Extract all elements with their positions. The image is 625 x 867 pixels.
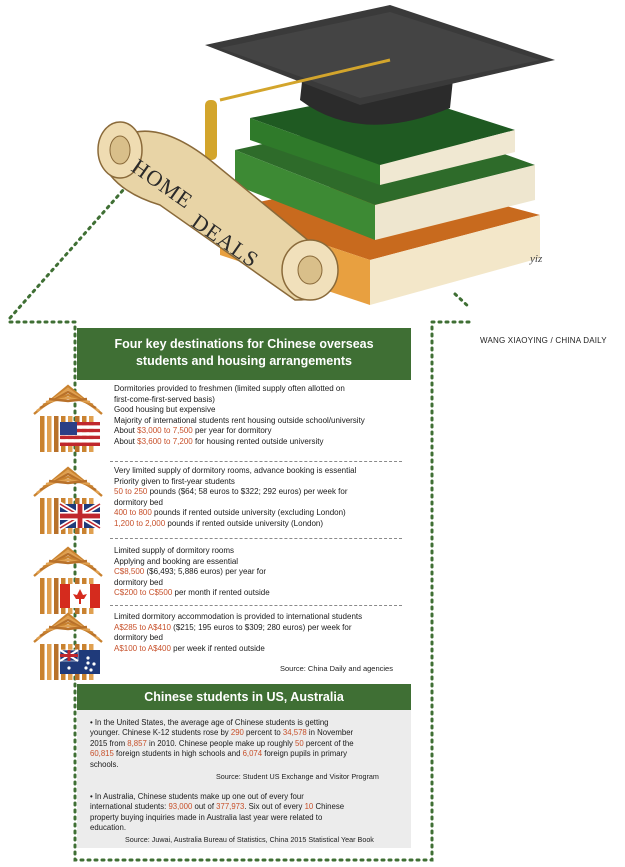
australia-paragraph: • In Australia, Chinese students make up…	[90, 792, 400, 834]
section-2-header: Chinese students in US, Australia	[77, 684, 411, 710]
country-text: Limited dormitory accommodation is provi…	[114, 612, 424, 654]
us-flag-icon	[60, 422, 100, 446]
text-line: Good housing but expensive	[114, 405, 216, 415]
country-text: Very limited supply of dormitory rooms, …	[114, 466, 424, 530]
artist-signature: yiz	[529, 253, 543, 265]
text-line: dormitory bed	[114, 497, 163, 507]
text-line: dormitory bed	[114, 577, 163, 587]
text-line: property buying inquiries made in Austra…	[90, 812, 323, 822]
text-line: schools.	[90, 759, 119, 769]
house-with-australia-flag-icon	[33, 612, 103, 680]
canada-flag-icon	[60, 584, 100, 608]
australia-source: Source: Juwai, Australia Bureau of Stati…	[125, 835, 374, 844]
uk-flag-icon	[58, 501, 102, 531]
text-line: Limited supply of dormitory rooms	[114, 546, 235, 555]
text-line: Limited dormitory accommodation is provi…	[114, 612, 363, 621]
home-deals-scroll-icon: HOME DEALS	[97, 121, 339, 301]
text-line: 60,815 foreign students in high schools …	[90, 749, 348, 759]
section-header: Four key destinations for Chinese overse…	[77, 328, 411, 380]
header-line-1: Four key destinations for Chinese overse…	[114, 337, 374, 351]
text-line: About $3,000 to 7,500 per year for dormi…	[114, 426, 272, 436]
graduation-illustration: HOME DEALS yiz	[97, 5, 555, 305]
text-line: dormitory bed	[114, 633, 163, 643]
row-divider	[110, 461, 402, 462]
text-line: 1,200 to 2,000 pounds if rented outside …	[114, 518, 324, 528]
text-line: A$285 to A$410 ($215; 195 euros to $309;…	[114, 622, 352, 632]
text-line: 400 to 800 pounds if rented outside univ…	[114, 508, 346, 518]
text-line: Majority of international students rent …	[114, 415, 365, 425]
text-line: education.	[90, 823, 126, 833]
text-line: • In Australia, Chinese students make up…	[90, 792, 304, 801]
house-with-canada-flag-icon	[33, 546, 103, 614]
graduation-cap-icon	[205, 5, 555, 160]
us-source: Source: Student US Exchange and Visitor …	[216, 772, 379, 781]
text-line: Very limited supply of dormitory rooms, …	[114, 466, 357, 475]
text-line: 50 to 250 pounds ($64; 58 euros to $322;…	[114, 487, 348, 497]
us-paragraph: • In the United States, the average age …	[90, 718, 400, 770]
house-with-uk-flag-icon	[33, 466, 103, 534]
text-line: first-come-first-served basis)	[114, 394, 215, 404]
text-line: Priority given to first-year students	[114, 476, 235, 486]
house-with-us-flag-icon	[33, 384, 103, 452]
source-note: Source: China Daily and agencies	[280, 664, 393, 673]
row-divider	[110, 605, 402, 606]
row-divider	[110, 538, 402, 539]
text-line: C$8,500 ($6,493; 5,886 euros) per year f…	[114, 567, 267, 577]
text-line: younger. Chinese K-12 students rose by 2…	[90, 728, 354, 738]
text-line: About $3,600 to 7,200 for housing rented…	[114, 436, 324, 446]
header-line-2: students and housing arrangements	[135, 354, 352, 368]
text-line: Dormitories provided to freshmen (limite…	[114, 384, 345, 393]
text-line: international students: 93,000 out of 37…	[90, 802, 345, 812]
text-line: • In the United States, the average age …	[90, 718, 329, 727]
section-2-box	[77, 710, 411, 848]
text-line: C$200 to C$500 per month if rented outsi…	[114, 588, 270, 598]
text-line: A$100 to A$400 per week if rented outsid…	[114, 643, 265, 653]
australia-flag-icon	[59, 649, 100, 674]
illustration-credit: WANG XIAOYING / CHINA DAILY	[480, 336, 607, 345]
text-line: Applying and booking are essential	[114, 556, 239, 566]
books-stack-icon	[220, 90, 540, 305]
country-text: Dormitories provided to freshmen (limite…	[114, 384, 424, 448]
text-line: 2015 from 8,857 in 2010. Chinese people …	[90, 738, 354, 748]
